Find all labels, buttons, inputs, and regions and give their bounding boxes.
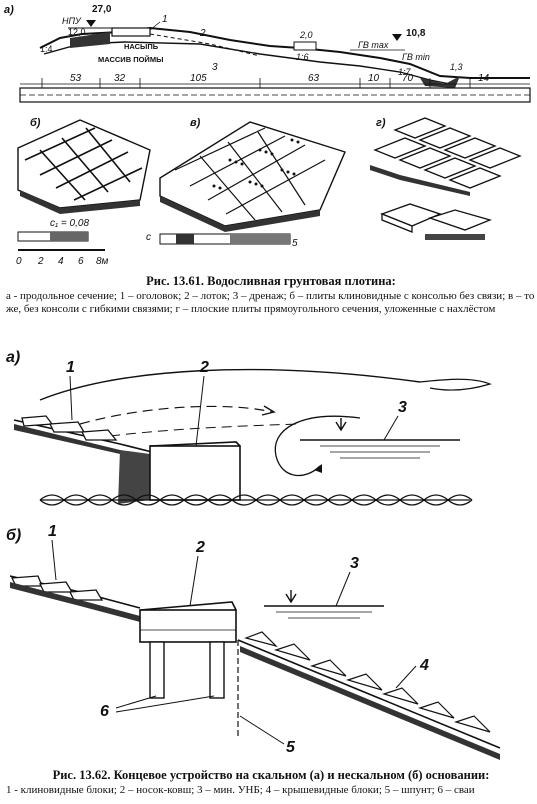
marker-2: 2 [199, 28, 206, 39]
panel-b-label: б) [30, 117, 41, 129]
panel-v-label: в) [190, 117, 201, 129]
tailwater-marker [335, 418, 347, 432]
bucket-mass [118, 450, 150, 504]
fig2b-number-3: 3 [350, 555, 359, 572]
slope-1-7: 1:7 [398, 67, 412, 77]
flow-curve-mid [79, 405, 273, 425]
panel-g-label: г) [376, 117, 386, 129]
headwork-block [111, 27, 151, 37]
massiv-label: МАССИВ ПОЙМЫ [98, 55, 163, 64]
marker-1-leader [149, 21, 161, 31]
wedge-blocks-a [21, 415, 118, 441]
scale-tick-6: 6 [78, 256, 84, 267]
wedge-blocks-b [10, 575, 104, 601]
figure-13-61-caption-title: Рис. 13.61. Водосливная грунтовая плотин… [146, 274, 396, 288]
pond-structure [293, 41, 317, 51]
downstream-slope [237, 639, 501, 749]
fig2a-number-2: 2 [199, 359, 209, 376]
non-rock-foundation-end: б) 1 2 6 5 3 [6, 523, 501, 760]
tailwater-marker-b [285, 590, 297, 604]
crest-hatch [70, 32, 110, 48]
panel-b-wedge-plates: б) c₁ = 0,08 0 2 4 6 8м [16, 117, 151, 267]
fig2b-number-5: 5 [286, 739, 296, 756]
figure-13-61-caption-body: а - продольное сечение; 1 – оголовок; 2 … [6, 290, 535, 315]
fig2a-number-1: 1 [66, 359, 75, 376]
fig2-panel-a-label: а) [6, 349, 20, 366]
dist-14: 14 [478, 73, 490, 84]
longitudinal-section: а) НПУ 27,0 12,0 1:4 НАСЫПЬ МАССИВ ПОЙМЫ… [4, 4, 531, 103]
plate-grid-g [373, 117, 522, 189]
gv-max-marker [392, 34, 402, 41]
rock-foundation-end: а) 3 1 2 [6, 349, 492, 506]
elevation-12: 12,0 [68, 27, 86, 37]
figure-13-62-caption-body: 1 - клиновидные блоки; 2 – носок-ковш; 3… [6, 784, 475, 796]
fig2b-number-1: 1 [48, 523, 57, 540]
gv-min-label: ГВ min [402, 52, 430, 62]
dist-70: 70 [402, 73, 414, 84]
npu-marker [86, 20, 96, 27]
detail-number: 5 [292, 238, 298, 249]
rock-bed [39, 494, 473, 506]
plate-grid-v [174, 127, 326, 221]
slope-1-6: 1:6 [296, 52, 309, 62]
fig2b-number-6: 6 [100, 703, 109, 720]
fig2-panel-b-label: б) [6, 527, 21, 544]
fig2b-number-4: 4 [419, 657, 429, 674]
figure-13-62-caption-title: Рис. 13.62. Концевое устройство на скаль… [52, 768, 490, 782]
elevation-13: 1,3 [450, 62, 463, 72]
scale-tick-2: 2 [37, 256, 44, 267]
spillway-slope [13, 419, 161, 455]
marker-1: 1 [162, 14, 168, 25]
plate-dots-v [212, 138, 300, 190]
fig2b-number-2: 2 [195, 539, 205, 556]
scale-tick-8: 8м [96, 256, 109, 267]
marker-3: 3 [212, 62, 218, 73]
pile-left [149, 641, 165, 699]
npu-value: 27,0 [92, 4, 112, 15]
fig2a-number-3: 3 [398, 399, 407, 416]
flip-bucket-b [139, 609, 237, 643]
dist-63: 63 [308, 73, 320, 84]
c1-label: c₁ = 0,08 [50, 218, 89, 229]
pile-right [209, 641, 225, 699]
return-vortex [274, 415, 361, 477]
dist-53: 53 [70, 73, 82, 84]
dist-32: 32 [114, 73, 126, 84]
plate-grid-b [24, 127, 143, 201]
dist-105: 105 [190, 73, 207, 84]
figure-13-61-drawing: а) НПУ 27,0 12,0 1:4 НАСЫПЬ МАССИВ ПОЙМЫ… [4, 4, 531, 267]
panel-a-label: а) [4, 4, 14, 16]
dist-10: 10 [368, 73, 380, 84]
dam-crest-line [39, 26, 530, 79]
panel-g-flat-plates: г) [370, 117, 522, 240]
c-label: c [146, 232, 151, 243]
dimension-ticks [41, 78, 471, 88]
flip-bucket [149, 445, 241, 501]
flow-curve-lower [109, 423, 301, 437]
nasyp-label: НАСЫПЬ [124, 42, 159, 51]
elevation-2: 2,0 [299, 30, 313, 40]
panel-v-flexible-plates: в) c 5 [146, 117, 346, 249]
slope-1-4: 1:4 [40, 44, 53, 54]
flow-curve-upper [39, 368, 421, 401]
figure-13-62-drawing: а) 3 1 2 [6, 349, 501, 760]
npu-label: НПУ [62, 16, 82, 26]
gv-max-label: ГВ max [358, 40, 389, 50]
scale-tick-4: 4 [58, 256, 64, 267]
scale-tick-0: 0 [16, 256, 22, 267]
roof-blocks [244, 631, 491, 733]
gv-max-value: 10,8 [406, 28, 426, 39]
